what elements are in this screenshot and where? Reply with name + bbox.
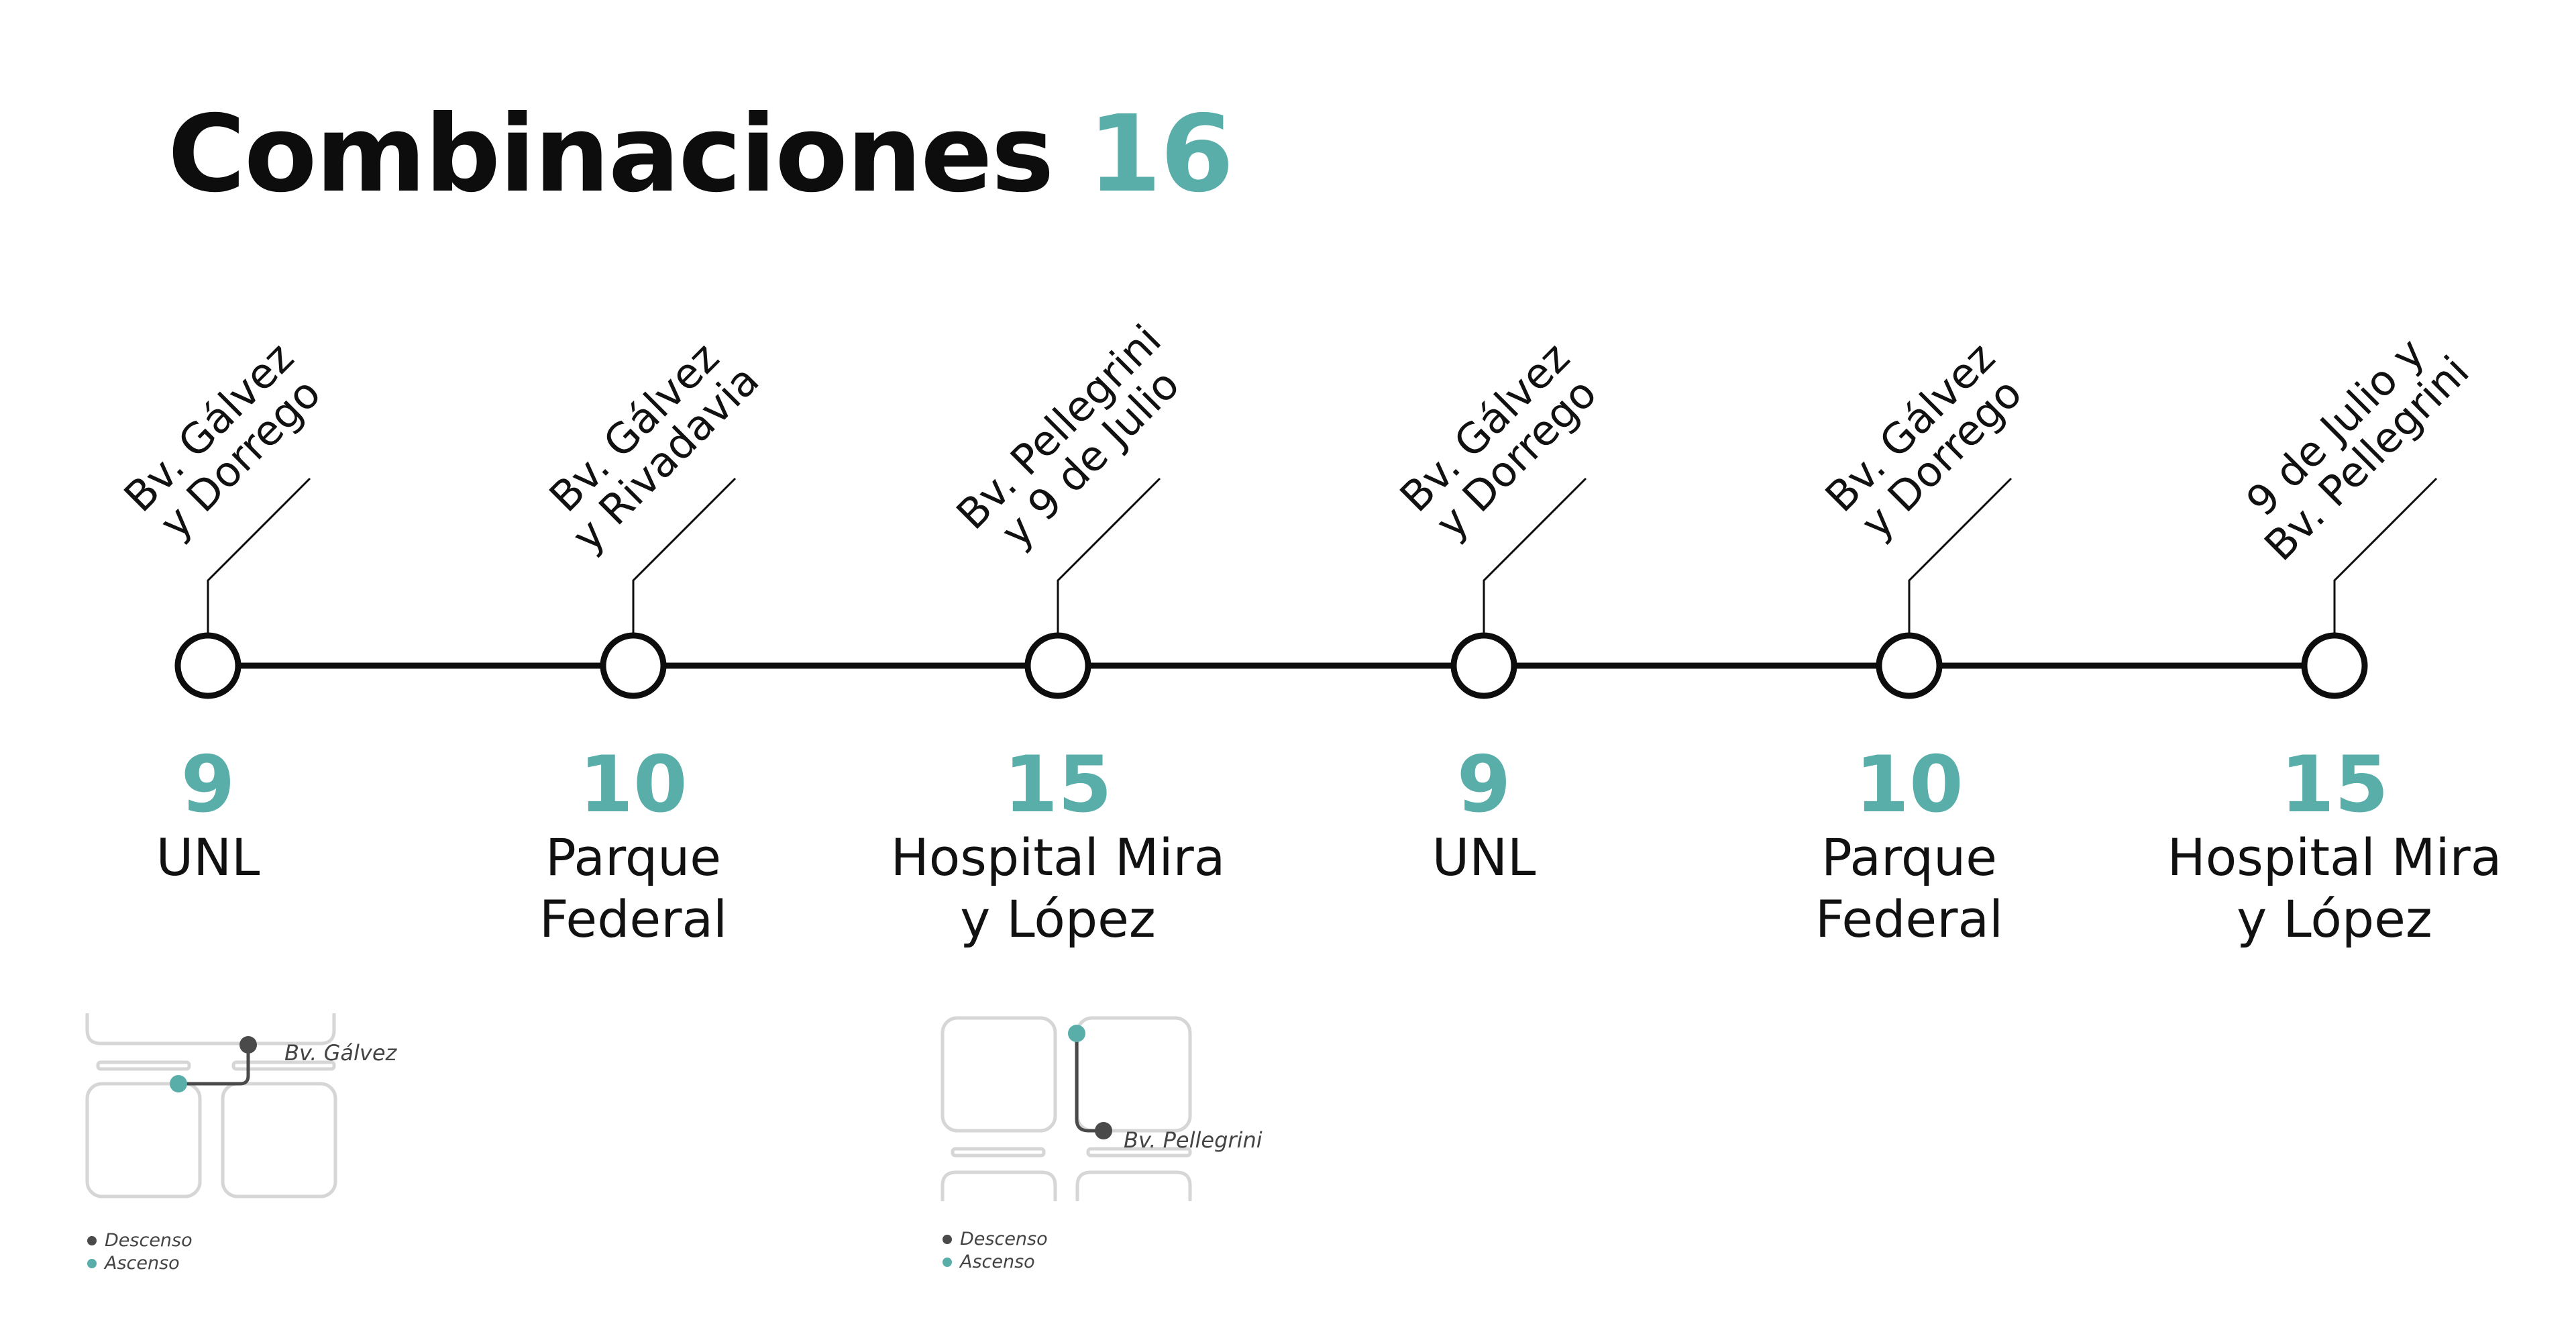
legend-ascenso-label: Ascenso: [105, 1253, 180, 1274]
stop-destination-line: Federal: [539, 889, 728, 949]
map-street: [951, 1147, 1046, 1158]
map-block: [1075, 1016, 1192, 1133]
legend-descenso-label: Descenso: [105, 1230, 193, 1251]
stop-circle: [174, 632, 241, 699]
stop-circle: [2301, 632, 2368, 699]
stop-destination-line: y López: [960, 889, 1156, 949]
map-street: [96, 1060, 191, 1071]
stop-line-number: 9: [1456, 739, 1511, 830]
stop-leader-line: [207, 477, 311, 635]
page-title: Combinaciones 16: [168, 81, 1234, 228]
map-street: [1086, 1147, 1192, 1158]
map-block: [1075, 1170, 1192, 1201]
map-block: [941, 1016, 1057, 1133]
transfer-map-1: [85, 1013, 337, 1198]
transfer-path: [1075, 1033, 1104, 1133]
stop-line-number: 9: [180, 739, 235, 830]
ascenso-dot-icon: [87, 1259, 97, 1268]
map-block: [85, 1082, 202, 1198]
stop-destination-line: Parque: [1821, 827, 1998, 887]
legend-ascenso: Ascenso: [87, 1252, 193, 1275]
stop-destination: UNL: [1283, 827, 1685, 888]
transfer-map-2: [941, 1016, 1192, 1201]
transfer-path: [178, 1045, 250, 1086]
stop-destination-line: Hospital Mira: [2167, 827, 2502, 887]
descenso-point: [1095, 1122, 1112, 1139]
legend-descenso-label: Descenso: [960, 1229, 1048, 1249]
stop-circle: [1876, 632, 1943, 699]
map-legend: Descenso Ascenso: [87, 1229, 193, 1275]
stop-leader-line: [1908, 477, 2012, 635]
map-block: [941, 1170, 1057, 1201]
ascenso-dot-icon: [943, 1258, 952, 1267]
descenso-dot-icon: [943, 1235, 952, 1244]
stop-line-number: 10: [1855, 739, 1964, 830]
stop-destination-line: UNL: [156, 827, 260, 887]
map-street-label: Bv. Pellegrini: [1124, 1127, 1263, 1153]
ascenso-point: [170, 1075, 187, 1092]
stop-leader-line: [632, 477, 737, 635]
stop-destination-line: Parque: [545, 827, 722, 887]
stop-line-number: 15: [1004, 739, 1112, 830]
stop-destination: UNL: [7, 827, 409, 888]
stop-line-number: 15: [2280, 739, 2389, 830]
map-block: [221, 1082, 337, 1198]
stop-leader-line: [1057, 477, 1161, 635]
title-line-number: 16: [1087, 93, 1234, 216]
stop-circle: [1450, 632, 1517, 699]
stop-destination-line: Federal: [1815, 889, 2004, 949]
map-block: [85, 1013, 336, 1045]
map-street: [231, 1060, 336, 1071]
legend-descenso: Descenso: [943, 1228, 1048, 1251]
title-text: Combinaciones: [168, 93, 1055, 216]
legend-descenso: Descenso: [87, 1229, 193, 1252]
legend-ascenso: Ascenso: [943, 1251, 1048, 1274]
stop-destination-line: Hospital Mira: [890, 827, 1226, 887]
stop-line-number: 10: [579, 739, 688, 830]
stop-circle: [1024, 632, 1091, 699]
legend-ascenso-label: Ascenso: [960, 1251, 1035, 1272]
stop-leader-line: [2333, 477, 2438, 635]
stop-destination-line: UNL: [1432, 827, 1536, 887]
map-street-label: Bv. Gálvez: [284, 1040, 397, 1066]
map-legend: Descenso Ascenso: [943, 1228, 1048, 1274]
ascenso-point: [1068, 1025, 1085, 1042]
stop-leader-line: [1483, 477, 1587, 635]
descenso-point: [239, 1036, 257, 1054]
stop-destination-line: y López: [2237, 889, 2432, 949]
descenso-dot-icon: [87, 1236, 97, 1245]
stop-circle: [600, 632, 667, 699]
